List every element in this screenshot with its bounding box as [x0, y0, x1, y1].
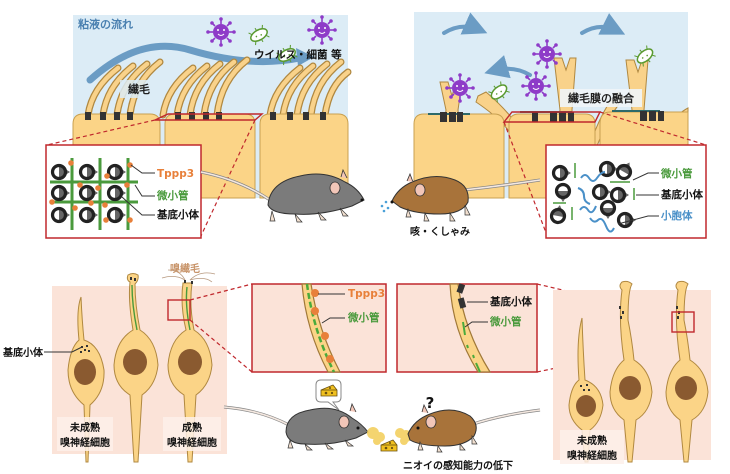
- confusion-mark: ?: [426, 394, 435, 412]
- defective-basal-body-zoom: 微小管 基底小体 小胞体: [545, 144, 707, 239]
- healthy-airway-panel: 繊毛 粘液の流れ ウイルス・細菌 等: [72, 14, 352, 199]
- olfactory-cilia: [161, 269, 216, 283]
- immature-neuron: [67, 296, 105, 463]
- mature-neuron-label-line2: 嗅神経細胞: [167, 436, 217, 449]
- vesicles: [577, 171, 615, 233]
- fusion-label: 繊毛膜の融合: [568, 91, 635, 105]
- sneeze-droplets: [380, 200, 390, 213]
- tppp3-label: Tppp3: [157, 168, 194, 180]
- zoom-region-marker: [167, 299, 191, 321]
- healthy-dendrite-zoom: Tppp3 微小管: [251, 283, 387, 373]
- flow-arrows: [442, 12, 626, 79]
- mature-neuron: [167, 280, 213, 463]
- basal-body-label: 基底小体: [156, 208, 199, 221]
- smell-loss-label: ニオイの感知能力の低下: [403, 459, 513, 472]
- immature-neuron: [568, 317, 604, 463]
- healthy-mouse: [200, 168, 365, 223]
- immature-neuron-label-line2: 嗅神経細胞: [567, 449, 617, 462]
- defective-olfactory-epithelium: 未成熟 嗅神経細胞: [553, 280, 711, 464]
- microtubule-fragments: [553, 163, 635, 220]
- anosmic-mouse: [407, 403, 541, 453]
- sneeze-label: 咳・くしゃみ: [410, 225, 470, 238]
- healthy-olfactory-epithelium: 嗅繊毛 基底小体 未成熟 嗅神経細胞 成熟 嗅神経細胞: [2, 262, 227, 463]
- tppp3-dots: [49, 160, 133, 223]
- microtubule-label: 微小管: [156, 189, 189, 202]
- microtubule-label: 微小管: [660, 167, 693, 180]
- basal-bodies: [456, 283, 467, 309]
- olfactory-cilia-label: 嗅繊毛: [170, 262, 200, 275]
- tppp3-dots: [311, 289, 334, 363]
- healthy-basal-body-zoom: Tppp3 微小管 基底小体: [45, 144, 202, 239]
- basal-body-label: 基底小体: [2, 346, 44, 359]
- pathogen-label: ウイルス・細菌 等: [254, 48, 342, 61]
- mid-neuron: [609, 280, 653, 463]
- cilia-label: 繊毛: [128, 82, 150, 96]
- zoom-region-marker: [154, 113, 264, 121]
- mature-neuron-label-line1: 成熟: [182, 421, 202, 434]
- immature-neuron-label-line2: 嗅神経細胞: [60, 436, 110, 449]
- basal-bodies: [440, 111, 664, 122]
- microtubule: [305, 283, 336, 373]
- microtubule-grid: [50, 158, 138, 230]
- mid-neuron: [113, 273, 159, 463]
- sick-mouse: [390, 172, 541, 222]
- mucus-flow-label: 粘液の流れ: [78, 17, 133, 31]
- defective-dendrite-zoom: 基底小体 微小管: [396, 283, 538, 373]
- immature-neuron-label-line1: 未成熟: [576, 434, 607, 447]
- tppp3-label: Tppp3: [348, 288, 385, 300]
- fragmented-microtubule: [462, 321, 481, 373]
- basal-body-label: 基底小体: [660, 188, 703, 201]
- healthy-mouse: [223, 402, 369, 451]
- mucus-flow-arrow: [86, 42, 314, 84]
- basal-body-label: 基底小体: [489, 295, 532, 308]
- microtubule-label: 微小管: [489, 315, 522, 328]
- zoom-region-marker: [671, 311, 695, 333]
- basal-bodies: [85, 112, 326, 120]
- vesicle-label: 小胞体: [660, 209, 693, 222]
- immature-neuron-label-line1: 未成熟: [69, 421, 100, 434]
- speech-bubble: [315, 379, 342, 411]
- microtubule-label: 微小管: [347, 311, 380, 324]
- affected-neuron: [665, 280, 709, 463]
- cheese-icon: [380, 439, 398, 452]
